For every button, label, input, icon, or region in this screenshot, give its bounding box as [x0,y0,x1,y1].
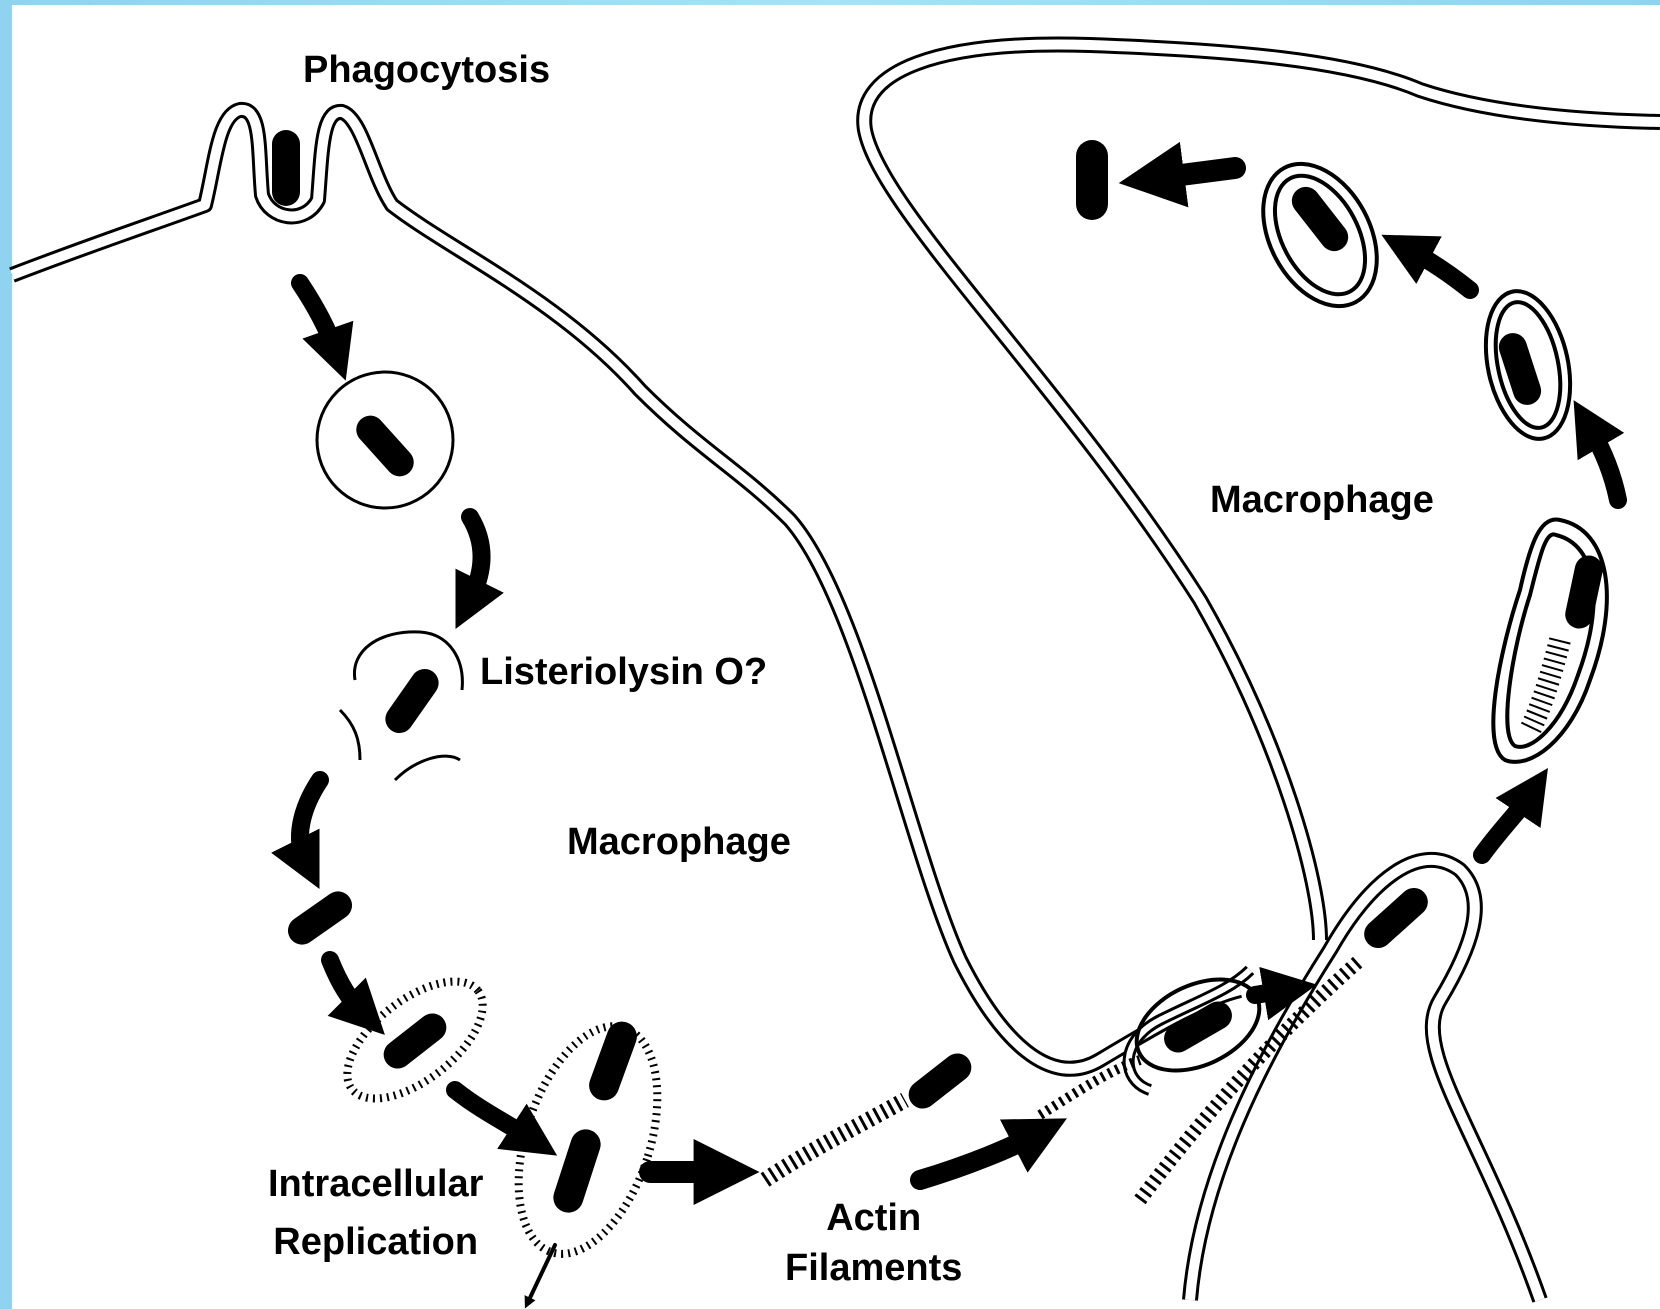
pathway-arrows [300,168,1618,1302]
arrow-8 [920,1135,1035,1180]
arrow-11 [1590,428,1618,500]
arrow-3 [300,780,320,860]
arrow-1 [300,283,335,350]
bacterium-vacuole-3 [1563,553,1606,631]
label-phagocytosis: Phagocytosis [303,48,550,92]
actin-tail-motile [765,1100,905,1180]
label-listeriolysin: Listeriolysin O? [480,650,767,694]
bacterium-vacuole-2 [1495,329,1544,408]
arrow-2 [470,517,482,600]
arrow-4 [330,960,362,1012]
protrusion-membrane [1129,860,1540,1300]
arrow-9 [1255,990,1285,995]
label-macrophage-left: Macrophage [567,820,791,864]
bacterium-phagosome [351,410,420,482]
arrow-13 [1158,168,1235,178]
arrow-10 [1482,795,1530,855]
arrow-7 [528,1245,555,1302]
label-actin-line2: Filaments [785,1243,962,1293]
label-macrophage-right: Macrophage [1210,478,1434,522]
left-macrophage-membrane [12,110,1240,1069]
bacterium-cytosol [282,886,357,950]
bacterium-motile [903,1048,977,1114]
label-replication-line2: Replication [268,1213,483,1271]
bacterium-actin-coated [378,1008,452,1074]
bacterium-vacuole-1 [1286,181,1354,257]
bacterium-escaping [380,663,444,738]
bacterium-dividing-top [585,1017,641,1104]
bacterium-phagocytosis [272,130,300,206]
arrow-12 [1410,250,1470,290]
label-actin: Actin Filaments [785,1193,962,1293]
bacterium-dividing-bottom [549,1125,604,1216]
double-membrane-vacuoles [1240,144,1607,761]
actin-vacuole-3 [1530,640,1560,730]
arrow-5 [455,1090,530,1138]
label-actin-line1: Actin [785,1193,962,1243]
bacterium-released [1076,140,1108,220]
label-replication: Intracellular Replication [268,1155,483,1271]
label-replication-line1: Intracellular [268,1155,483,1213]
